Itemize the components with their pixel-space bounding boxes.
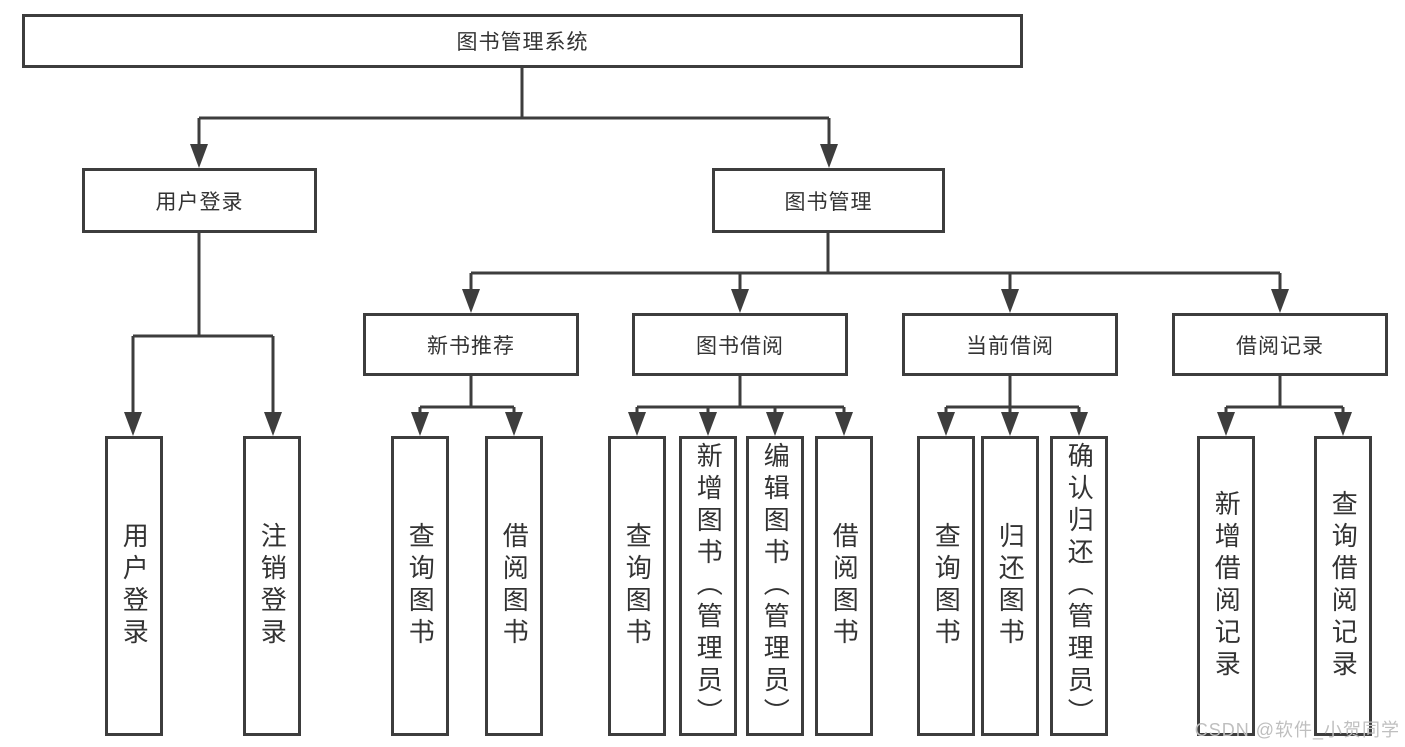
leaf-label: 借阅图书: [829, 522, 860, 650]
node-user-login: 用户登录: [82, 168, 317, 233]
node-book-borrowing: 图书借阅: [632, 313, 848, 376]
leaf-add-borrow-record: 新增借阅记录: [1197, 436, 1255, 736]
node-label: 借阅记录: [1236, 334, 1324, 358]
leaf-label: 用户登录: [119, 522, 150, 650]
leaf-label: 查询借阅记录: [1328, 490, 1359, 682]
leaf-borrow-books-recommend: 借阅图书: [485, 436, 543, 736]
leaf-edit-books-admin: 编辑图书（管理员）: [746, 436, 804, 736]
leaf-label: 确认归还（管理员）: [1064, 442, 1095, 730]
node-current-borrowing: 当前借阅: [902, 313, 1118, 376]
leaf-user-login: 用户登录: [105, 436, 163, 736]
node-label: 图书管理: [784, 190, 873, 214]
node-borrowing-records: 借阅记录: [1172, 313, 1388, 376]
leaf-label: 编辑图书（管理员）: [760, 442, 791, 730]
leaf-query-books-current: 查询图书: [917, 436, 975, 736]
leaf-label: 查询图书: [405, 522, 436, 650]
leaf-label: 新增图书（管理员）: [693, 442, 724, 730]
leaf-label: 查询图书: [931, 522, 962, 650]
leaf-label: 查询图书: [622, 522, 653, 650]
node-label: 新书推荐: [427, 334, 515, 358]
leaf-logout: 注销登录: [243, 436, 301, 736]
leaf-label: 归还图书: [995, 522, 1026, 650]
leaf-add-books-admin: 新增图书（管理员）: [679, 436, 737, 736]
node-label: 图书管理系统: [456, 31, 589, 54]
node-label: 图书借阅: [696, 334, 784, 358]
leaf-borrow-books: 借阅图书: [815, 436, 873, 736]
watermark: CSDN @软件_小贺同学: [1194, 720, 1400, 740]
leaf-label: 注销登录: [257, 522, 288, 650]
leaf-return-books: 归还图书: [981, 436, 1039, 736]
node-book-management: 图书管理: [712, 168, 945, 233]
node-label: 当前借阅: [966, 334, 1054, 358]
leaf-label: 借阅图书: [499, 522, 530, 650]
leaf-query-books-borrowing: 查询图书: [608, 436, 666, 736]
leaf-query-books-recommend: 查询图书: [391, 436, 449, 736]
leaf-label: 新增借阅记录: [1211, 490, 1242, 682]
node-label: 用户登录: [155, 190, 244, 214]
leaf-query-borrow-record: 查询借阅记录: [1314, 436, 1372, 736]
node-library-management-system: 图书管理系统: [22, 14, 1023, 68]
leaf-confirm-return-admin: 确认归还（管理员）: [1050, 436, 1108, 736]
node-new-book-recommend: 新书推荐: [363, 313, 579, 376]
